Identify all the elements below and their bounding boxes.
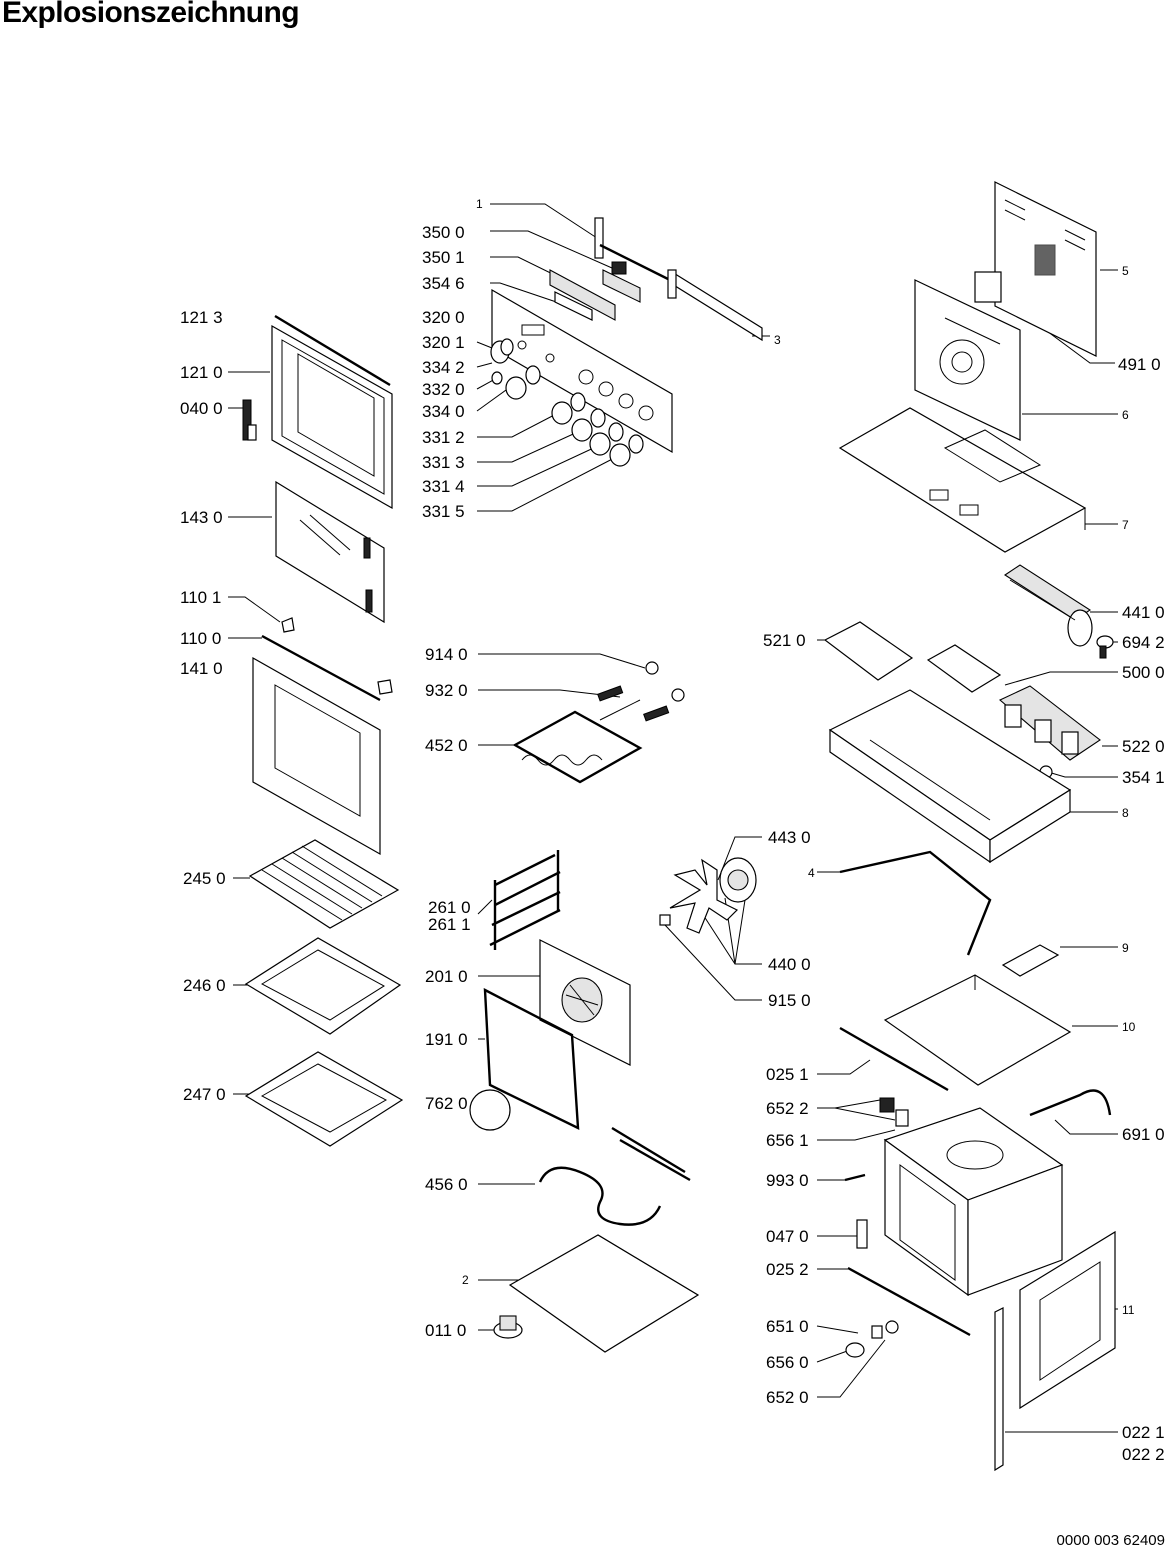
label-143-0: 143 0 [180,508,223,527]
label-4: 4 [808,866,815,880]
label-2: 2 [462,1273,469,1287]
electronics-modules [823,621,1101,761]
label-500-0: 500 0 [1122,663,1165,682]
label-10: 10 [1122,1020,1136,1034]
bottom-cover-plate [508,1234,700,1353]
label-762-0: 762 0 [425,1094,468,1113]
label-652-2: 652 2 [766,1099,809,1118]
side-racks [489,850,561,950]
label-5: 5 [1122,264,1129,278]
label-441-0: 441 0 [1122,603,1165,622]
label-191-0: 191 0 [425,1030,468,1049]
label-025-1: 025 1 [766,1065,809,1084]
label-320-1: 320 1 [422,333,465,352]
label-11: 11 [1122,1303,1135,1317]
label-025-2: 025 2 [766,1260,809,1279]
label-915-0: 915 0 [768,991,811,1010]
label-914-0: 914 0 [425,645,468,664]
control-bracket [549,217,681,321]
top-cover [838,407,1087,553]
label-110-1: 110 1 [180,588,221,607]
label-331-2: 331 2 [422,428,465,447]
label-261-0: 261 0 [428,898,471,917]
label-331-5: 331 5 [422,502,465,521]
housing-frame [828,689,1072,864]
flat-tray [244,1051,404,1147]
label-9: 9 [1122,941,1129,955]
label-456-0: 456 0 [425,1175,468,1194]
label-245-0: 245 0 [183,869,226,888]
label-354-1: 354 1 [1122,768,1165,787]
label-440-0: 440 0 [768,955,811,974]
label-141-0: 141 0 [180,659,223,678]
control-knobs [490,338,644,467]
label-320-0: 320 0 [422,308,465,327]
page-title: Explosionszeichnung [2,0,300,29]
label-334-2: 334 2 [422,358,465,377]
bottom-heating-element [538,1126,691,1226]
outer-door [252,656,381,856]
door-inner-frame [271,324,393,510]
label-443-0: 443 0 [768,828,811,847]
label-121-0: 121 0 [180,363,223,382]
label-350-0: 350 0 [422,223,465,242]
label-651-0: 651 0 [766,1317,809,1336]
label-993-0: 993 0 [766,1171,809,1190]
baking-tray [244,937,402,1035]
label-350-1: 350 1 [422,248,465,267]
label-7: 7 [1122,518,1129,532]
label-261-1: 261 1 [428,915,471,934]
label-040-0: 040 0 [180,399,223,418]
wire-shelf [248,839,400,929]
rear-panel [994,181,1097,357]
label-694-2: 694 2 [1122,633,1165,652]
label-521-0: 521 0 [763,631,806,650]
base-plate [883,974,1072,1086]
control-panel [491,288,673,454]
label-652-0: 652 0 [766,1388,809,1407]
label-656-0: 656 0 [766,1353,809,1372]
label-1: 1 [476,197,483,211]
label-6: 6 [1122,408,1129,422]
fan-cover [539,939,631,1066]
label-247-0: 247 0 [183,1085,226,1104]
label-011-0: 011 0 [425,1321,466,1340]
label-3: 3 [774,333,781,347]
fan-back-panel [914,279,1021,441]
label-332-0: 332 0 [422,380,465,399]
grill-element [512,699,643,784]
label-022-1: 022 1 [1122,1423,1165,1442]
label-047-0: 047 0 [766,1227,809,1246]
document-number: 0000 003 62409 [1056,1532,1165,1549]
label-246-0: 246 0 [183,976,226,995]
label-121-3: 121 3 [180,308,223,327]
part-labels: 1 350 0 350 1 354 6 320 0 320 1 334 2 33… [180,197,1165,1464]
label-522-0: 522 0 [1122,737,1165,756]
side-panel [1019,1230,1116,1410]
label-656-1: 656 1 [766,1131,809,1150]
label-932-0: 932 0 [425,681,468,700]
label-201-0: 201 0 [425,967,468,986]
label-691-0: 691 0 [1122,1125,1165,1144]
label-331-3: 331 3 [422,453,465,472]
label-452-0: 452 0 [425,736,468,755]
label-022-2: 022 2 [1122,1445,1165,1464]
label-491-0: 491 0 [1118,355,1161,374]
tangential-fan [1003,564,1093,647]
label-331-4: 331 4 [422,477,465,496]
label-110-0: 110 0 [180,629,221,648]
oven-cavity [883,1107,1064,1297]
inner-glass-pane [275,480,385,624]
label-334-0: 334 0 [422,402,465,421]
fan-assembly [659,857,757,934]
label-8: 8 [1122,806,1129,820]
parts [242,181,1116,1472]
label-354-6: 354 6 [422,274,465,293]
